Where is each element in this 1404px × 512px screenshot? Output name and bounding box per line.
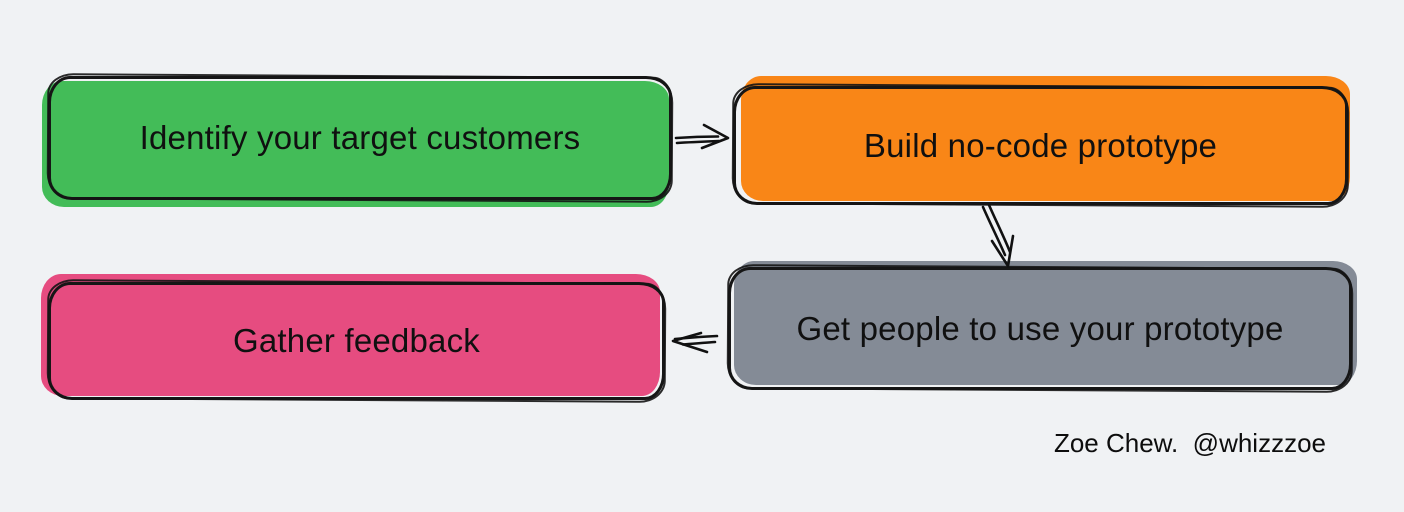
node-fill (734, 261, 1357, 385)
node-fill (41, 274, 660, 396)
node-fill (741, 76, 1350, 201)
node-build-prototype: Build no-code prototype (733, 76, 1350, 205)
node-fill (42, 81, 669, 207)
node-label: Build no-code prototype (863, 126, 1218, 164)
arrow-right-icon (674, 123, 730, 150)
attribution-text: Zoe Chew. @whizzzoe (1053, 428, 1326, 458)
node-identify-customers: Identify your target customers (42, 76, 672, 207)
node-gather-feedback: Gather feedback (41, 274, 665, 400)
node-label: Identify your target customers (139, 119, 581, 156)
node-label: Get people to use your prototype (796, 309, 1284, 347)
arrow-left-icon (671, 331, 719, 354)
node-label: Gather feedback (233, 322, 480, 359)
node-use-prototype: Get people to use your prototype (728, 261, 1357, 390)
